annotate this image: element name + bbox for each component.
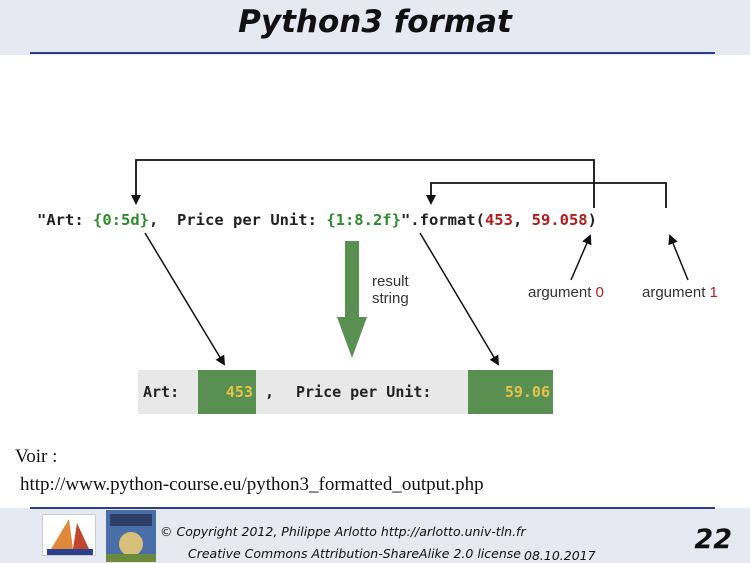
format-spec-0: {0:5d} [93, 211, 149, 229]
result-art-value: 453 [198, 370, 256, 414]
holy-grail-image [106, 510, 156, 562]
iut-logo [42, 514, 96, 556]
result-down-arrow [337, 241, 367, 358]
arrow-spec1-to-cell [419, 232, 500, 366]
reference-link[interactable]: http://www.python-course.eu/python3_form… [20, 474, 484, 495]
argument-0-label: argument 0 [528, 284, 604, 301]
arrow-arg1-to-spec1 [426, 182, 667, 208]
result-string-label: result string [372, 273, 409, 307]
arrow-spec0-to-cell [144, 232, 226, 366]
voir-label: Voir : [15, 446, 58, 467]
arrow-arg0-to-spec0 [131, 159, 595, 208]
format-spec-1: {1:8.2f} [326, 211, 401, 229]
result-art-label: Art: [143, 383, 180, 401]
code-format-call: ".format( [400, 211, 485, 229]
result-price-value: 59.06 [468, 370, 553, 414]
result-comma: , [265, 383, 275, 401]
format-code-line: "Art: {0:5d}, Price per Unit: {1:8.2f}".… [37, 211, 597, 229]
argument-1-label: argument 1 [642, 284, 718, 301]
result-price-label: Price per Unit: [296, 383, 432, 401]
code-arg-1: 59.058 [531, 211, 588, 229]
slide-title: Python3 format [238, 4, 512, 40]
result-string-box: Art: 453 , Price per Unit: 59.06 [138, 370, 553, 414]
code-close-paren: ) [587, 211, 597, 229]
code-price-text: , Price per Unit: [149, 211, 327, 229]
title-divider [30, 52, 715, 54]
code-arg-0: 453 [484, 211, 513, 229]
title-bar [0, 0, 750, 55]
footer-date: 08.10.2017 [524, 548, 596, 563]
iut-logo-graphic [47, 519, 93, 555]
page-number: 22 [694, 524, 732, 555]
code-art-prefix: "Art: [37, 211, 93, 229]
footer-license: Creative Commons Attribution-ShareAlike … [188, 546, 521, 561]
code-arg-separator: , [512, 211, 532, 229]
footer-copyright: © Copyright 2012, Philippe Arlotto http:… [160, 524, 526, 539]
arrow-label1-up [668, 234, 689, 281]
arrow-label0-up [570, 234, 592, 281]
footer-divider [30, 507, 715, 509]
holy-grail-graphic [106, 510, 156, 562]
